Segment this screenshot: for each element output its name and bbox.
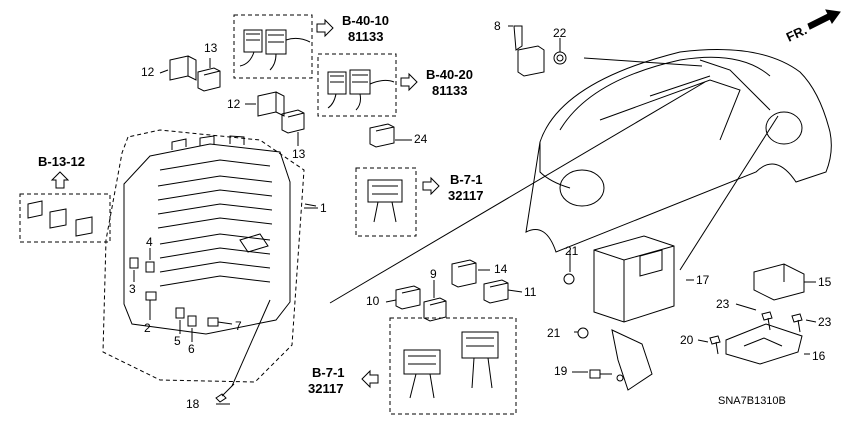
callout-1: 1	[320, 201, 327, 215]
callout-11: 11	[524, 285, 537, 299]
callout-21-bottom: 21	[547, 326, 561, 340]
callout-ticks	[133, 25, 817, 405]
unit-15	[753, 263, 805, 301]
callout-14: 14	[494, 262, 508, 276]
arrow-b71b	[361, 369, 379, 389]
control-unit-17	[593, 235, 675, 391]
relay-10	[395, 285, 421, 310]
callout-17: 17	[696, 273, 710, 287]
callout-8: 8	[494, 19, 501, 33]
callout-13-mid: 13	[292, 147, 306, 161]
arrow-b4020	[400, 72, 418, 92]
relay-9	[423, 297, 447, 322]
ref-b1312: B-13-12	[38, 154, 85, 169]
callout-13-top: 13	[204, 41, 218, 55]
arrow-b71a	[422, 176, 440, 196]
callout-10: 10	[366, 294, 380, 308]
connector-32117-upper	[367, 179, 403, 223]
ref-32117-lower: 32117	[308, 381, 344, 396]
relay-13-top	[197, 67, 221, 92]
callout-22: 22	[553, 26, 567, 40]
callout-6: 6	[188, 342, 195, 356]
bracket-16	[725, 323, 803, 365]
callout-23-right: 23	[818, 315, 832, 329]
callout-23-left: 23	[716, 297, 730, 311]
callout-18: 18	[186, 397, 200, 411]
ref-b71-upper: B-7-1	[450, 172, 483, 187]
callout-21-top: 21	[565, 244, 579, 258]
ref-81133-b: 81133	[432, 83, 468, 98]
callout-4: 4	[146, 235, 153, 249]
callout-19: 19	[554, 364, 568, 378]
bolts	[563, 273, 803, 379]
relay-12-mid	[257, 91, 285, 117]
callout-2: 2	[144, 321, 151, 335]
relay-11	[483, 279, 509, 304]
relay-12-top	[169, 55, 197, 81]
connector-harness-b	[327, 69, 395, 111]
arrow-b4010	[316, 18, 334, 38]
car-outline	[525, 49, 832, 253]
callout-16: 16	[812, 349, 826, 363]
callout-3: 3	[129, 282, 136, 296]
dashed-group-outlines	[19, 14, 517, 415]
connector-harness-a	[239, 29, 311, 71]
ref-81133-a: 81133	[348, 29, 384, 44]
relay-14	[451, 259, 477, 288]
under-dash-fuse-box	[123, 135, 291, 335]
callout-20: 20	[680, 333, 694, 347]
diagram-code: SNA7B1310B	[718, 395, 786, 407]
relay-13-mid	[281, 109, 305, 134]
bolt-18	[215, 299, 271, 403]
relay-24	[369, 123, 395, 148]
relay-set-b1312	[27, 200, 93, 237]
reference-arrows	[50, 18, 440, 389]
front-direction-arrow	[807, 9, 841, 30]
small-fuses	[129, 257, 219, 327]
ref-b71-lower: B-7-1	[312, 365, 345, 380]
leader-lines	[304, 57, 779, 304]
connector-32117-lower	[403, 331, 499, 399]
callout-12-top: 12	[141, 65, 155, 79]
callout-9: 9	[430, 267, 437, 281]
callout-12-mid: 12	[227, 97, 241, 111]
callout-5: 5	[174, 334, 181, 348]
ref-32117-upper: 32117	[448, 188, 484, 203]
ref-b4010: B-40-10	[342, 13, 389, 28]
bracket-8-with-unit	[513, 25, 567, 77]
ref-b4020: B-40-20	[426, 67, 473, 82]
arrow-b1312	[50, 171, 70, 189]
callout-24: 24	[414, 132, 428, 146]
callout-15: 15	[818, 275, 832, 289]
callout-7: 7	[235, 319, 242, 333]
